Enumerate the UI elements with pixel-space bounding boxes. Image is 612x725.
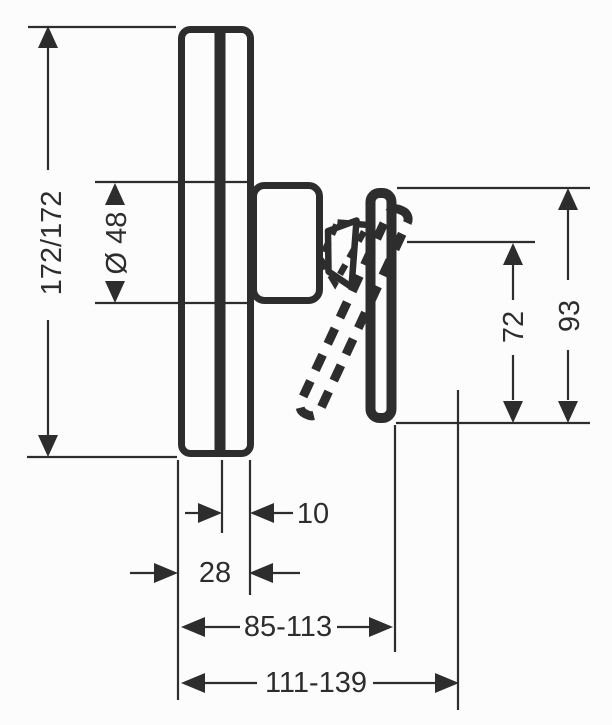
dim-label-10: 10 xyxy=(297,498,329,530)
arrowhead-down xyxy=(38,435,58,457)
arrowhead-left xyxy=(249,563,273,583)
dim-label-85-113: 85-113 xyxy=(244,611,332,643)
arrowhead-up xyxy=(105,183,125,205)
arrowhead-right xyxy=(435,673,459,693)
dimension-labels: 172/172 Ø 48 72 93 10 28 85-113 111-139 xyxy=(36,191,586,699)
product-outline xyxy=(178,26,397,457)
arrowhead-up xyxy=(503,243,523,265)
handle-lever-solid xyxy=(365,188,397,423)
dim-label-93: 93 xyxy=(554,300,586,332)
dim-label-111-139: 111-139 xyxy=(265,667,367,699)
arrowhead-down xyxy=(503,401,523,423)
arrowhead-right xyxy=(154,563,178,583)
dim-label-plate-height: 172/172 xyxy=(36,191,68,296)
dim-label-72: 72 xyxy=(498,311,530,343)
arrowhead-down xyxy=(558,401,578,423)
handle-cone-dashed xyxy=(317,219,374,290)
extension-lines xyxy=(27,25,590,710)
arrowhead-left xyxy=(250,503,274,523)
handle-lever-dashed xyxy=(295,204,413,421)
dimension-lines xyxy=(38,26,578,693)
arrowhead-left xyxy=(181,617,205,637)
valve-body-outline xyxy=(250,182,323,304)
arrowhead-right xyxy=(369,617,393,637)
dim-label-body-diameter: Ø 48 xyxy=(101,212,133,275)
handle-alternate-position xyxy=(295,204,413,421)
arrowhead-up xyxy=(38,26,58,48)
arrowhead-right xyxy=(198,503,222,523)
arrowhead-up xyxy=(558,188,578,210)
dim-label-28: 28 xyxy=(199,557,231,589)
arrowhead-down xyxy=(105,281,125,303)
arrowhead-left xyxy=(181,673,205,693)
